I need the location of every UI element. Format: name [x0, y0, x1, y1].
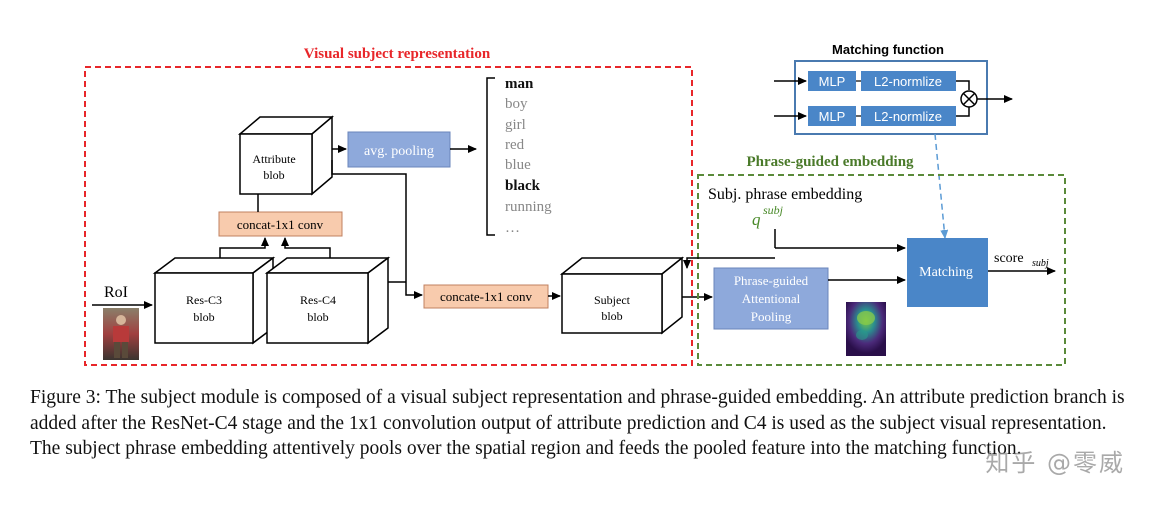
score-subscript: subj [1032, 258, 1049, 269]
concat-conv-top [218, 211, 343, 237]
attribute-word-list: man boy girl red blue black running … [505, 76, 552, 236]
roi-label: RoI [104, 284, 128, 301]
q-subj-symbol: q subj [752, 203, 784, 229]
attribute-word: blue [505, 157, 531, 173]
subject-blob: Subject blob [559, 256, 685, 335]
q-to-pooling-connector [683, 257, 775, 269]
visual-representation-title: Visual subject representation [304, 46, 491, 62]
q-subj-base: q [752, 210, 761, 229]
avg-pooling-label: avg. pooling [364, 144, 434, 159]
attribute-word: … [505, 220, 520, 236]
l2-top-to-product [956, 80, 970, 90]
subject-module-diagram: Visual subject representation RoI Res-C3… [84, 42, 1066, 366]
res-c3-blob: Res-C3 blob [152, 256, 276, 345]
attribute-word: black [505, 178, 541, 194]
res-c4-blob: Res-C4 blob [264, 256, 391, 345]
c3-to-concat-connector [219, 237, 269, 258]
score-subj-label: score subj [994, 251, 1049, 269]
res-c4-sublabel: blob [307, 310, 328, 324]
c4-to-concat-connector [281, 237, 331, 258]
attribute-list-bracket [486, 77, 495, 236]
l2-top-label: L2-normlize [874, 74, 942, 89]
attribute-word: boy [505, 96, 528, 112]
phrase-guided-pooling-box [713, 267, 829, 330]
mlp-box-top [808, 71, 856, 91]
l2-bottom-to-product [956, 107, 970, 117]
mlp-top-label: MLP [819, 74, 846, 89]
roi-photo-thumbnail [103, 308, 139, 360]
figure-caption: Figure 3: The subject module is composed… [30, 387, 1125, 459]
matching-function-link [934, 133, 949, 239]
q-subj-superscript: subj [763, 203, 784, 217]
attribute-word: girl [505, 117, 526, 133]
res-c3-label: Res-C3 [186, 293, 222, 307]
attribute-blob-label: Attribute [252, 152, 295, 166]
phrase-embedding-frame [697, 174, 1066, 366]
attribute-word: red [505, 137, 525, 153]
attribute-blob: Attribute blob [237, 115, 335, 196]
res-c4-label: Res-C4 [300, 293, 336, 307]
res-c3-sublabel: blob [193, 310, 214, 324]
score-base: score [994, 251, 1024, 266]
subject-blob-sublabel: blob [601, 309, 622, 323]
attribute-blob-sublabel: blob [263, 168, 284, 182]
l2-box-top [861, 71, 956, 91]
multiply-icon [960, 90, 978, 108]
pooling-label-line2: Attentional [742, 291, 801, 306]
attribute-word: man [505, 76, 534, 92]
phrase-embedding-title: Phrase-guided embedding [746, 154, 914, 170]
mlp-box-bottom [808, 106, 856, 126]
visual-representation-frame [84, 66, 693, 366]
subj-phrase-embedding-label: Subj. phrase embedding [708, 186, 862, 203]
attribute-word: running [505, 199, 552, 215]
mlp-bottom-label: MLP [819, 109, 846, 124]
matching-label: Matching [919, 265, 973, 280]
concat-conv-bottom-label: concate-1x1 conv [440, 289, 533, 304]
pooling-label-line3: Pooling [751, 309, 792, 324]
attribute-to-concat-bottom-connector [331, 160, 423, 299]
matching-function-title: Matching function [832, 42, 944, 57]
pooling-label-line1: Phrase-guided [734, 273, 809, 288]
concat-conv-top-label: concat-1x1 conv [237, 217, 324, 232]
matching-box [907, 238, 988, 307]
subject-blob-label: Subject [594, 293, 631, 307]
attention-heatmap-thumbnail [846, 302, 886, 356]
l2-bottom-label: L2-normlize [874, 109, 942, 124]
l2-box-bottom [861, 106, 956, 126]
watermark: 知乎 @零威 [985, 449, 1125, 477]
